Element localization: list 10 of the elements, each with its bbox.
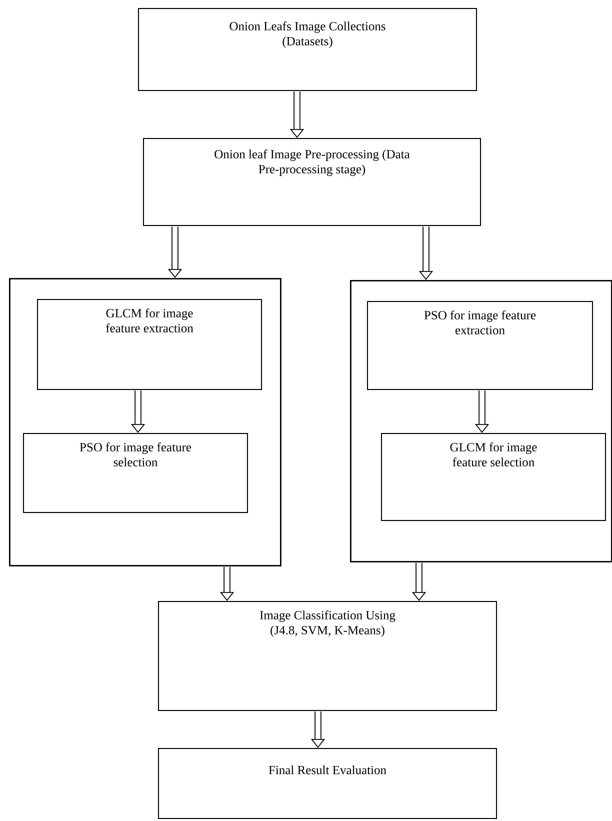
process-box: Onion leaf Image Pre-processing (Data Pre-processing stage) bbox=[143, 138, 481, 226]
container-box bbox=[350, 280, 612, 562]
container-box bbox=[9, 278, 282, 566]
process-box: PSO for image feature selection bbox=[23, 433, 248, 513]
process-box: Image Classification Using (J4.8, SVM, K-Means) bbox=[158, 601, 497, 711]
process-box: Onion Leafs Image Collections (Datasets) bbox=[138, 8, 477, 91]
process-box: GLCM for image feature extraction bbox=[37, 299, 262, 390]
process-box: Final Result Evaluation bbox=[158, 748, 497, 819]
process-box: GLCM for image feature selection bbox=[381, 433, 606, 521]
process-box: PSO for image feature extraction bbox=[367, 301, 593, 390]
